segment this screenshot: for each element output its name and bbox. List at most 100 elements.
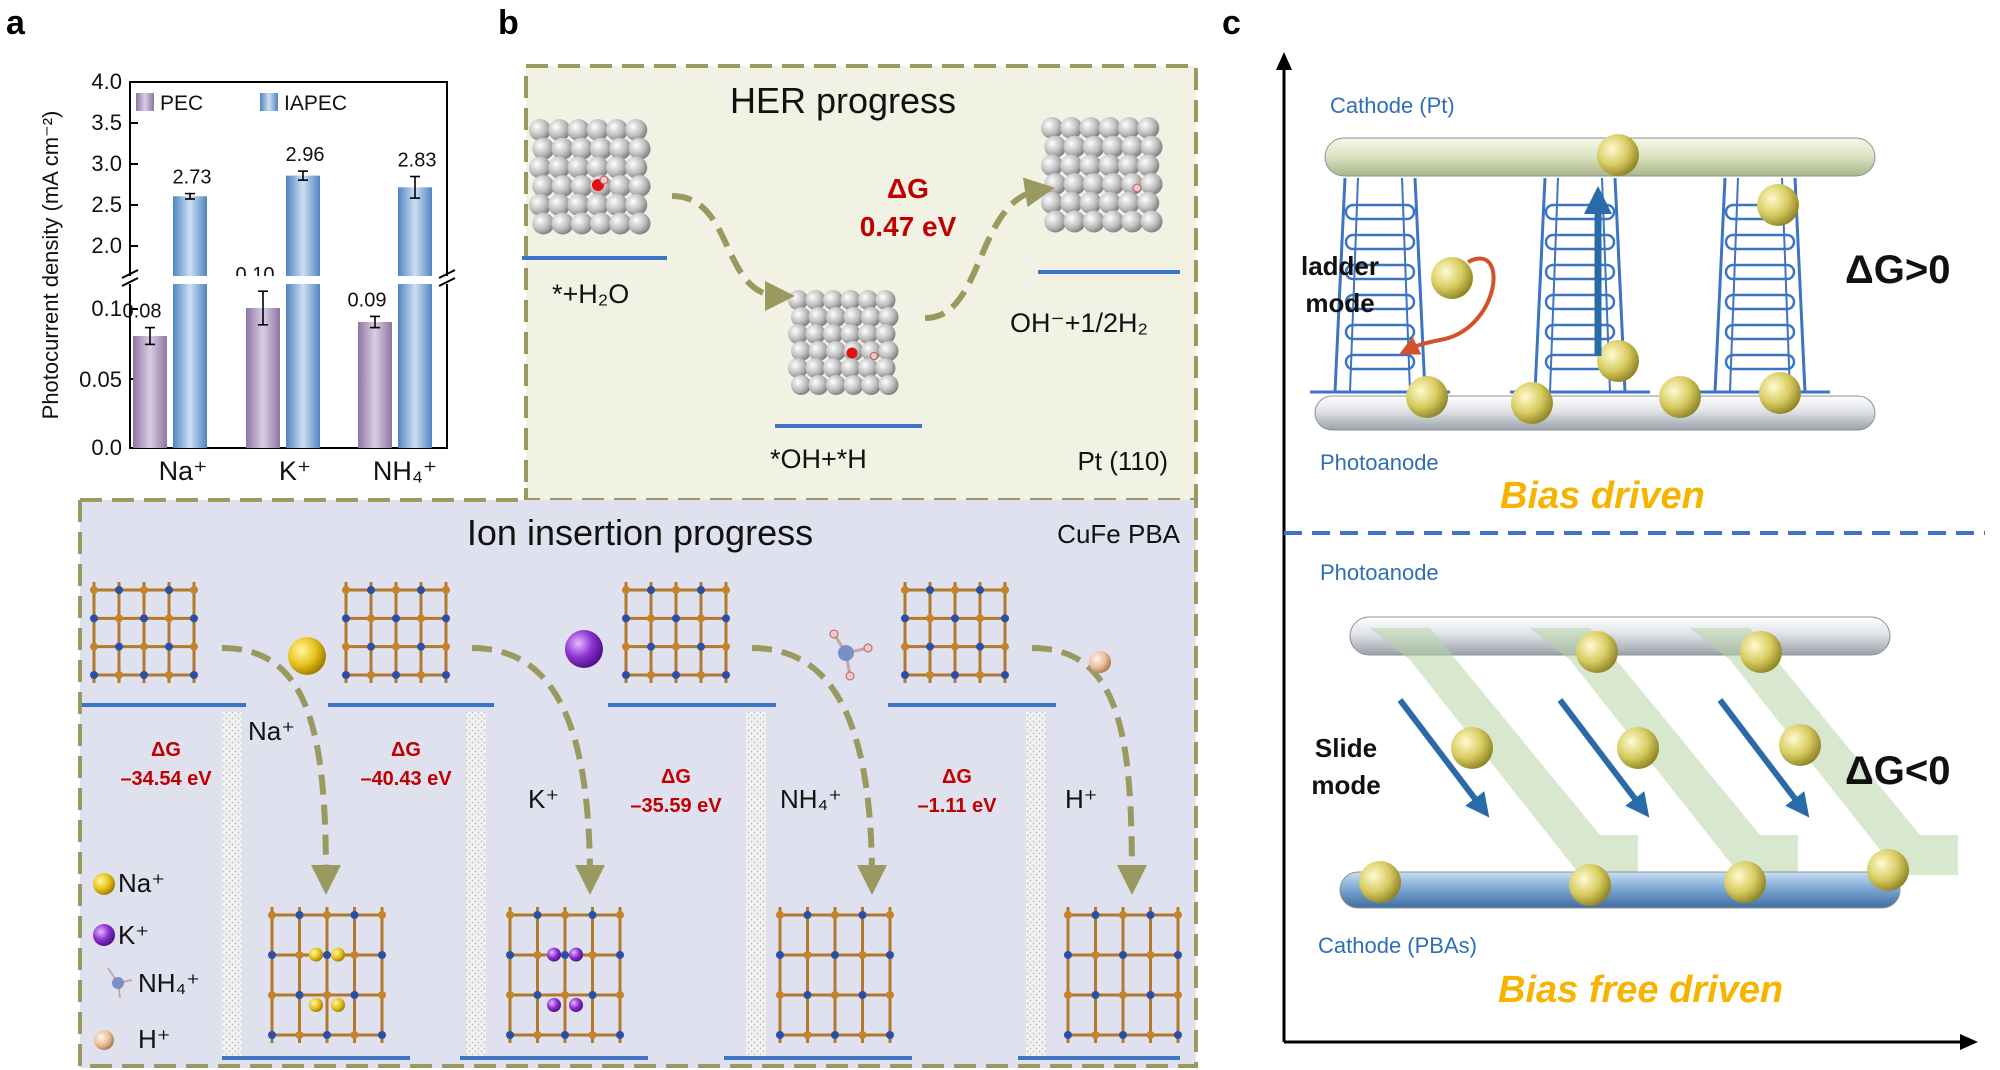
lattice-atom — [1064, 1031, 1072, 1039]
ion-material: CuFe PBA — [1057, 519, 1180, 549]
slide-ramp — [1370, 628, 1638, 875]
lattice-atom — [323, 991, 331, 999]
slide-arrow — [1557, 698, 1650, 818]
lattice-atom — [831, 951, 839, 959]
ion-label-nh4: NH₄⁺ — [780, 784, 842, 814]
lattice-atom — [1091, 1031, 1100, 1039]
lattice-atom — [976, 671, 984, 679]
ion-panel-frame — [78, 488, 1198, 1068]
pt-atom — [1121, 173, 1144, 196]
pba-lattice — [622, 582, 730, 683]
lattice-atom — [295, 911, 304, 919]
energy-drop-wall — [222, 712, 242, 1056]
legend-nh4-icon — [107, 967, 133, 999]
pt-atom — [861, 375, 881, 395]
lattice-atom — [622, 586, 630, 594]
lattice-atom — [1119, 991, 1127, 999]
pt-slab — [529, 119, 651, 235]
bar-pec — [246, 308, 280, 448]
lattice-atom — [295, 1031, 304, 1039]
electron-sphere — [1659, 376, 1701, 418]
pt-atom — [791, 341, 811, 361]
pt-atom — [551, 212, 574, 235]
lattice-atom — [588, 1031, 597, 1039]
pt-atom — [590, 137, 613, 160]
x-tick-label: Na⁺ — [159, 456, 208, 486]
hydrogen-atom — [1132, 183, 1142, 193]
pt-atom — [1140, 210, 1163, 233]
lattice-atom — [342, 586, 350, 594]
pt-atom — [1063, 135, 1086, 158]
lattice-atom — [1091, 911, 1100, 919]
lattice-atom — [506, 1031, 514, 1039]
pt-atom — [1079, 191, 1102, 214]
lattice-atom — [858, 1031, 867, 1039]
lattice-atom — [776, 991, 784, 999]
y-tick-label: 0.0 — [91, 435, 122, 460]
electron-sphere — [1617, 727, 1659, 769]
electron-sphere — [1740, 631, 1782, 673]
pt-atom — [1118, 191, 1140, 214]
lattice-atom — [392, 586, 400, 594]
lattice-atom — [901, 586, 909, 594]
lattice-atom — [803, 991, 812, 999]
lattice-atom — [776, 911, 784, 919]
ladder-rung — [1724, 323, 1796, 341]
pt-atom — [843, 375, 864, 395]
lattice-atom — [392, 614, 400, 623]
pt-atom — [1082, 173, 1105, 196]
pt-atom — [628, 137, 651, 160]
pt-atom — [548, 193, 571, 216]
lattice-atom — [1119, 1031, 1127, 1039]
electron-sphere — [1597, 134, 1639, 176]
pt-atom — [1060, 154, 1083, 177]
pt-atom — [808, 307, 829, 327]
insertion-arrow — [1031, 645, 1147, 895]
lattice-atom — [672, 614, 680, 623]
lattice-atom — [776, 951, 784, 959]
lattice-atom — [622, 614, 630, 623]
lattice-atom — [588, 991, 597, 999]
ladder-rung — [1344, 353, 1416, 371]
pt-atom — [570, 175, 593, 198]
lattice-atom — [268, 911, 276, 919]
pt-atom — [606, 119, 628, 141]
lattice-atom — [951, 614, 959, 623]
lattice-atom — [165, 586, 173, 594]
lattice-atom — [442, 671, 450, 679]
pt-atom — [532, 212, 555, 235]
ion-insertion-diagram — [82, 582, 1182, 1060]
ladder-icon — [1690, 177, 1830, 394]
pt-atom — [1079, 154, 1102, 177]
lattice-atom — [1064, 911, 1072, 919]
ladder-rung — [1544, 203, 1616, 221]
pt-atom — [788, 324, 808, 344]
lattice-atom — [350, 911, 359, 919]
ladder-mode-line2: mode — [1305, 288, 1374, 318]
pba-lattice — [342, 582, 450, 683]
lattice-atom — [561, 951, 569, 959]
ion-dg-symbol-k: ΔG — [391, 739, 421, 761]
lattice-atom — [323, 951, 331, 959]
lattice-atom — [367, 642, 375, 651]
lattice-atom — [976, 642, 984, 651]
pt-atom — [1118, 117, 1140, 139]
bar-iapec — [173, 196, 207, 448]
ion-dg-symbol-h: ΔG — [942, 766, 972, 788]
h-ion — [1089, 651, 1111, 673]
ion-dg-symbol-nh4: ΔG — [661, 766, 691, 788]
pt-atom — [1060, 117, 1083, 139]
pt-atom — [1137, 117, 1160, 139]
electron-sphere — [1597, 340, 1639, 382]
pt-atom — [826, 307, 846, 327]
pt-slabs — [529, 117, 1163, 395]
legend-label-pec: PEC — [160, 92, 203, 115]
pt-atom — [878, 375, 899, 395]
electron-sphere — [1451, 727, 1493, 769]
lattice-atom — [561, 911, 569, 919]
mechanism-panel: Cathode (Pt) Photoanode ladder mode ΔG>0… — [1276, 52, 1985, 1050]
lattice-atom — [622, 642, 630, 651]
lattice-atom — [378, 951, 386, 959]
axis-break-gap — [124, 276, 454, 284]
